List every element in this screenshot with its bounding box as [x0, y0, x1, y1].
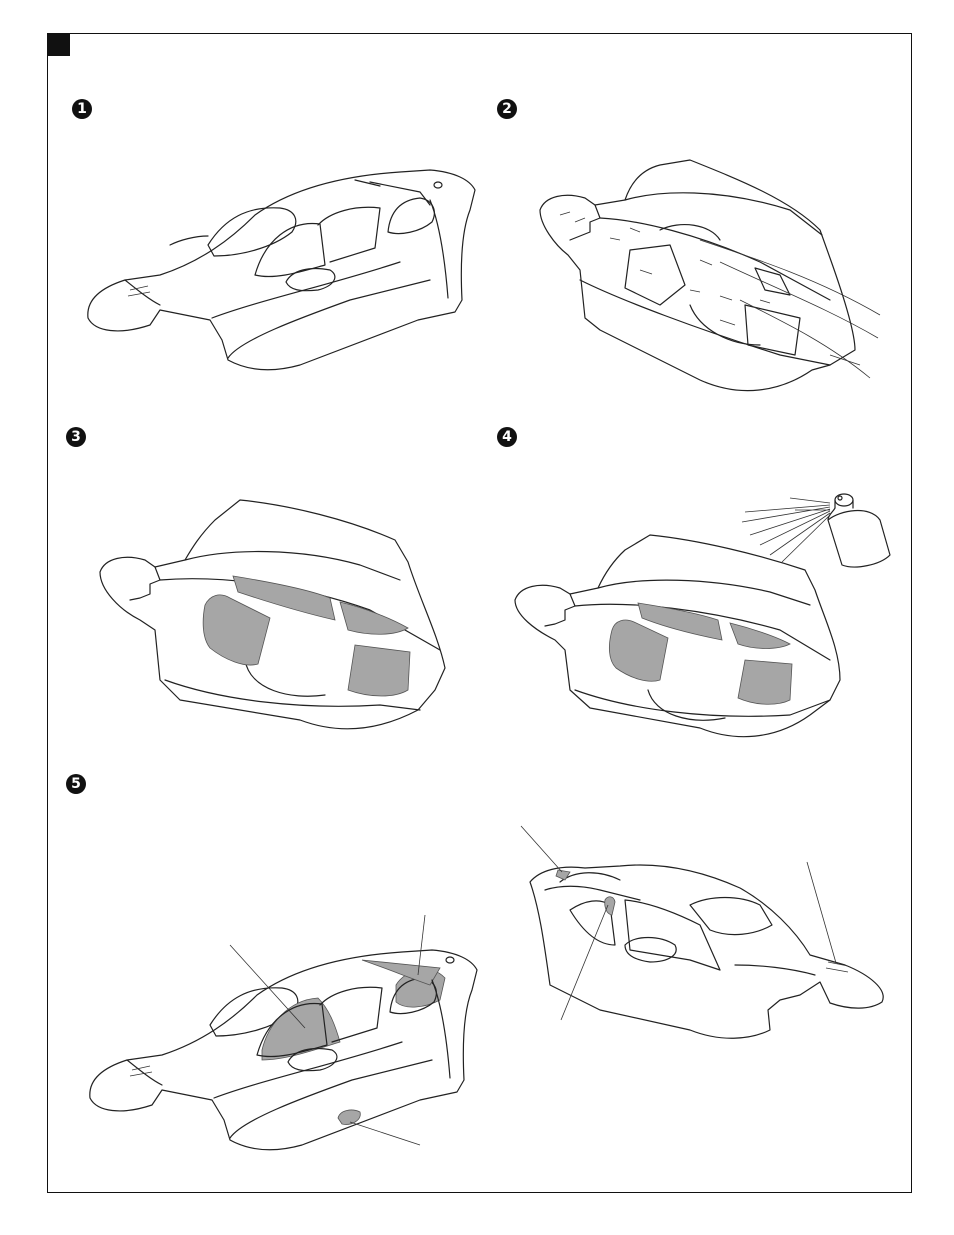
mask-right-window: [348, 645, 410, 696]
step-5-car-body-right-illustration: [521, 826, 883, 1038]
step-2-car-body-inside-illustration: [540, 160, 880, 391]
step-5-car-body-left-illustration: [90, 915, 477, 1150]
step-4-car-body-spray-illustration: [515, 494, 890, 737]
spray-can-icon: [828, 494, 890, 567]
step-3-car-body-masked-illustration: [100, 500, 445, 729]
step-1-car-body-illustration: [88, 170, 475, 370]
